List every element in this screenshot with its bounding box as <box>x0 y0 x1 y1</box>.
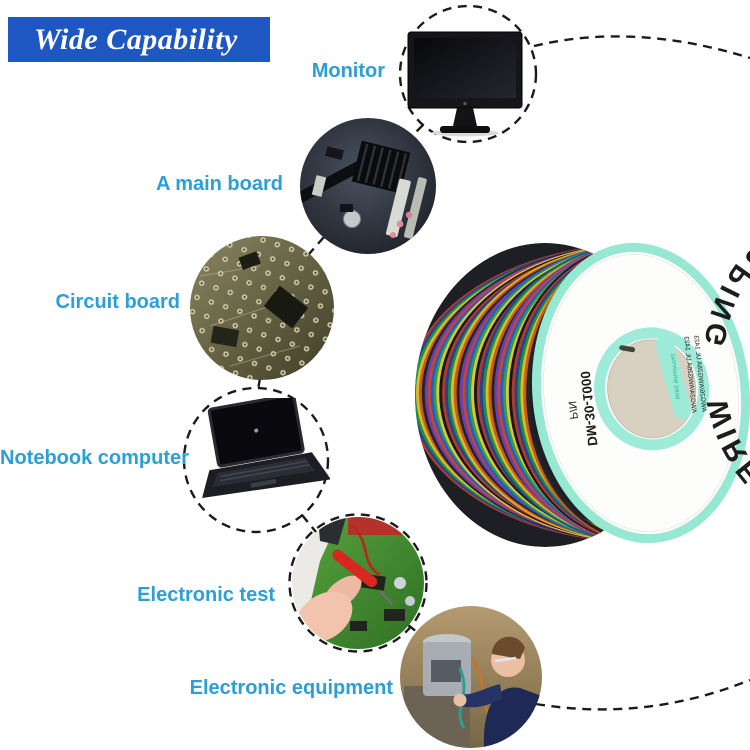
monitor-logo <box>463 101 467 106</box>
monitor-screen <box>414 38 516 98</box>
tag-text: WIRE WRAPPING <box>669 353 680 399</box>
dashed-circle-notebook <box>182 386 330 534</box>
heatsink <box>351 140 411 194</box>
label-electronic-test: Electronic test <box>137 584 275 606</box>
dash-curve-equipment-to-spool <box>535 678 750 711</box>
pn-label: P/N <box>565 400 579 420</box>
notebook-photo <box>182 393 331 523</box>
monitor-base <box>440 126 490 133</box>
dash-mainboard-circuit <box>308 236 325 255</box>
hub-slot <box>619 345 636 353</box>
page-title: Wide Capability <box>34 23 238 56</box>
electronic-equipment-photo <box>400 606 542 748</box>
label-circuit-board: Circuit board <box>55 291 180 313</box>
dash-monitor-mainboard <box>412 124 424 136</box>
monitor-photo <box>402 30 534 143</box>
monitor-stand <box>453 108 477 126</box>
dash-circuit-notebook <box>256 377 262 391</box>
wire-spool: WIRE WRAPPING WIRE WRAPPING P/N DM-30-10… <box>415 230 750 547</box>
label-main-board: A main board <box>155 173 283 195</box>
person-hair <box>491 636 525 659</box>
title-banner: Wide Capability <box>8 17 270 62</box>
chip <box>263 285 309 329</box>
label-electronic-equipment: Electronic equipment <box>189 677 393 699</box>
mainboard-photo <box>300 118 436 254</box>
label-monitor: Monitor <box>311 60 385 82</box>
dashed-circle-test <box>288 513 428 653</box>
dash-notebook-test <box>301 514 317 533</box>
spec-tag <box>655 335 692 420</box>
red-probe <box>332 549 378 588</box>
circuitboard-photo <box>190 236 334 380</box>
pci-slots <box>385 177 427 239</box>
person-arm <box>460 684 502 708</box>
dash-test-equipment <box>407 624 418 633</box>
dashed-circle-monitor <box>398 4 538 144</box>
electronic-test-photo <box>292 517 424 649</box>
dash-curve-monitor-to-spool <box>533 35 750 60</box>
safety-glasses <box>494 656 517 663</box>
hub-ring <box>594 327 710 451</box>
label-notebook: Notebook computer <box>0 447 189 469</box>
spool-face: WIRE WRAPPING WIRE WRAPPING P/N DM-30-10… <box>531 230 750 544</box>
